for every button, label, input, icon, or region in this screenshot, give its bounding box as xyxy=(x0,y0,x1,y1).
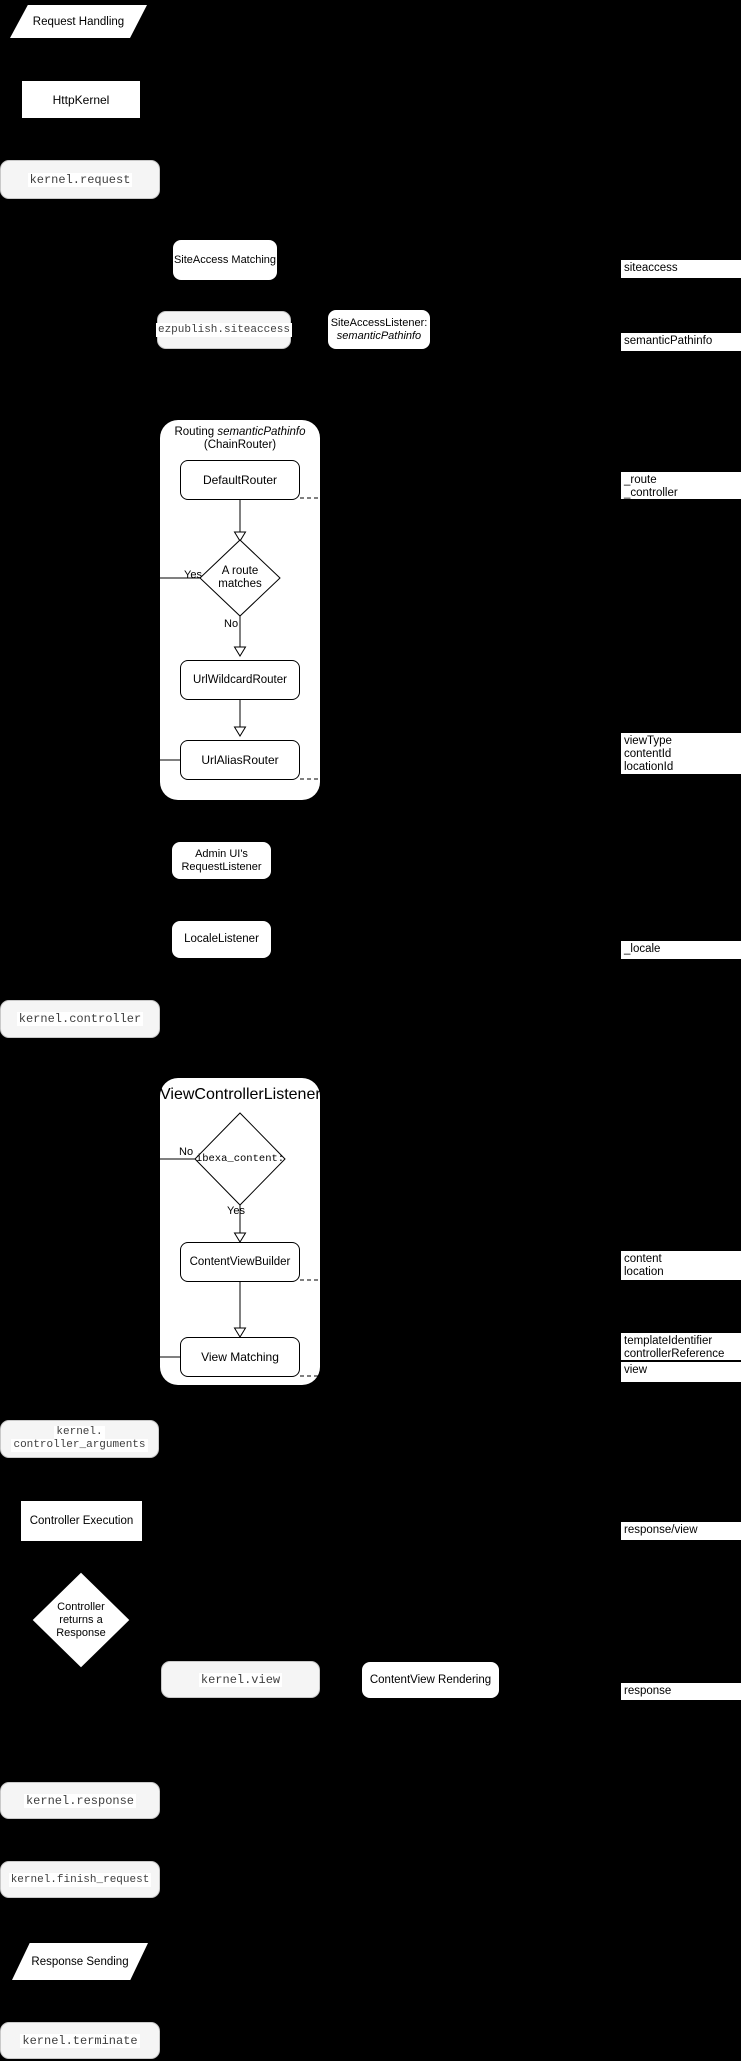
view-controller-title-label: ViewControllerListener xyxy=(160,1086,321,1103)
node-siteaccess-matching-label: SiteAccess Matching xyxy=(173,253,277,266)
node-controller-execution-label: Controller Execution xyxy=(29,1514,134,1527)
node-default-router-label: DefaultRouter xyxy=(202,473,278,487)
node-url-wildcard-router: UrlWildcardRouter xyxy=(180,660,300,700)
side-label-view-line: view xyxy=(624,1364,648,1376)
node-siteaccess-listener-param: semanticPathinfo xyxy=(336,329,422,342)
node-content-view-builder-label: ContentViewBuilder xyxy=(189,1255,291,1268)
side-label-template-line1: templateIdentifier xyxy=(624,1335,713,1347)
node-url-alias-router: UrlAliasRouter xyxy=(180,740,300,780)
side-label-content-location: content location xyxy=(621,1251,741,1280)
node-siteaccess-listener-title: SiteAccessListener: xyxy=(330,316,428,329)
node-admin-ui-request-listener: Admin UI's RequestListener xyxy=(172,842,271,879)
controller-returns-line2: returns a xyxy=(59,1613,103,1626)
routing-title-sub: (ChainRouter) xyxy=(203,439,277,451)
controller-returns-line3: Response xyxy=(56,1626,106,1639)
node-kernel-finish-request: kernel.finish_request xyxy=(0,1861,160,1898)
node-siteaccess-listener: SiteAccessListener: semanticPathinfo xyxy=(328,310,430,349)
node-url-wildcard-router-label: UrlWildcardRouter xyxy=(193,673,287,686)
node-kernel-controller-arguments: kernel. controller_arguments xyxy=(0,1420,159,1458)
side-label-semantic-pathinfo: semanticPathinfo xyxy=(621,333,741,351)
side-label-route-controller: _route _controller xyxy=(621,472,741,499)
side-label-locale: _locale xyxy=(621,941,741,959)
node-kernel-view: kernel.view xyxy=(161,1661,320,1698)
node-kernel-terminate-label: kernel.terminate xyxy=(20,2033,140,2048)
side-label-route-line1: _route xyxy=(624,474,657,486)
side-label-template-controller: templateIdentifier controllerReference xyxy=(621,1333,741,1360)
node-locale-listener-label: LocaleListener xyxy=(184,933,259,945)
node-admin-ui-line1: Admin UI's xyxy=(195,847,248,860)
node-response-sending: Response Sending xyxy=(12,1943,148,1980)
route-matches-line1: A route xyxy=(221,565,259,577)
arrow-down-icon xyxy=(233,1327,247,1338)
node-default-router: DefaultRouter xyxy=(180,460,300,500)
branch-label-no: No xyxy=(224,618,239,630)
ibexa-content-label: ibexa_content: xyxy=(195,1153,285,1165)
node-http-kernel: HttpKernel xyxy=(22,81,140,118)
side-label-locale-line: _locale xyxy=(624,943,661,955)
node-locale-listener: LocaleListener xyxy=(172,921,271,958)
routing-title-param: semanticPathinfo xyxy=(217,426,306,438)
node-kernel-request-label: kernel.request xyxy=(27,172,133,187)
branch-label-yes: Yes xyxy=(184,569,202,581)
controller-returns-line1: Controller xyxy=(57,1600,105,1613)
node-kernel-finish-request-label: kernel.finish_request xyxy=(8,1872,152,1887)
side-label-view: view xyxy=(621,1362,741,1382)
node-view-matching: View Matching xyxy=(180,1337,300,1377)
node-siteaccess-matching: SiteAccess Matching xyxy=(173,240,277,280)
decision-controller-returns-diamond xyxy=(31,1571,131,1669)
node-kernel-terminate: kernel.terminate xyxy=(0,2022,160,2059)
node-request-handling: Request Handling xyxy=(10,5,147,38)
node-view-matching-label: View Matching xyxy=(201,1350,279,1364)
side-label-view-params-line1: viewType xyxy=(624,735,672,747)
decision-controller-returns-label: Controller returns a Response xyxy=(36,1598,126,1642)
decision-route-matches-label: A route matches xyxy=(200,555,280,601)
arrow-down-icon xyxy=(233,726,247,737)
side-label-response-line: response xyxy=(624,1685,672,1697)
side-label-template-line2: controllerReference xyxy=(624,1348,725,1360)
node-contentview-rendering-label: ContentView Rendering xyxy=(369,1673,492,1686)
node-kernel-response-label: kernel.response xyxy=(23,1793,137,1808)
side-label-route-line2: _controller xyxy=(624,487,678,499)
side-label-response: response xyxy=(621,1683,741,1700)
node-kernel-controller-arguments-line1: kernel. xyxy=(54,1426,105,1439)
node-kernel-controller-arguments-line2: controller_arguments xyxy=(11,1439,148,1452)
side-label-siteaccess-line: siteaccess xyxy=(624,262,678,274)
node-response-sending-label: Response Sending xyxy=(31,1955,129,1968)
node-ezpublish-siteaccess-label: ezpublish.siteaccess xyxy=(155,323,293,337)
side-label-location-line: location xyxy=(624,1266,664,1278)
container-view-controller-title: ViewControllerListener xyxy=(160,1086,321,1104)
node-ezpublish-siteaccess: ezpublish.siteaccess xyxy=(155,311,293,349)
node-kernel-request: kernel.request xyxy=(0,160,160,199)
route-matches-line2: matches xyxy=(218,578,262,590)
decision-ibexa-content-label: ibexa_content: xyxy=(194,1152,286,1166)
arrow-down-icon xyxy=(233,531,247,542)
node-request-handling-label: Request Handling xyxy=(32,15,125,28)
node-kernel-response: kernel.response xyxy=(0,1782,160,1819)
node-controller-execution: Controller Execution xyxy=(21,1501,142,1541)
node-contentview-rendering: ContentView Rendering xyxy=(362,1662,499,1698)
side-label-content-line: content xyxy=(624,1253,662,1265)
side-label-siteaccess: siteaccess xyxy=(621,260,741,278)
node-kernel-controller-label: kernel.controller xyxy=(16,1012,144,1026)
branch-label-no: No xyxy=(179,1146,194,1158)
node-kernel-controller: kernel.controller xyxy=(0,1000,160,1038)
side-label-view-params-line3: locationId xyxy=(624,761,674,773)
container-routing-title: Routing semanticPathinfo (ChainRouter) xyxy=(160,426,320,452)
node-admin-ui-line2: RequestListener xyxy=(181,860,262,873)
side-label-semantic-pathinfo-line: semanticPathinfo xyxy=(624,335,713,347)
routing-title-prefix: Routing xyxy=(174,426,215,438)
node-http-kernel-label: HttpKernel xyxy=(52,92,110,107)
side-label-view-params: viewType contentId locationId xyxy=(621,733,741,774)
side-label-response-view: response/view xyxy=(621,1522,741,1540)
node-url-alias-router-label: UrlAliasRouter xyxy=(201,753,279,767)
branch-label-yes: Yes xyxy=(227,1205,245,1217)
side-label-view-params-line2: contentId xyxy=(624,748,672,760)
arrow-down-icon xyxy=(233,1232,247,1243)
arrow-down-icon xyxy=(233,646,247,657)
side-label-response-view-line: response/view xyxy=(624,1524,698,1536)
node-kernel-view-label: kernel.view xyxy=(198,1672,283,1687)
